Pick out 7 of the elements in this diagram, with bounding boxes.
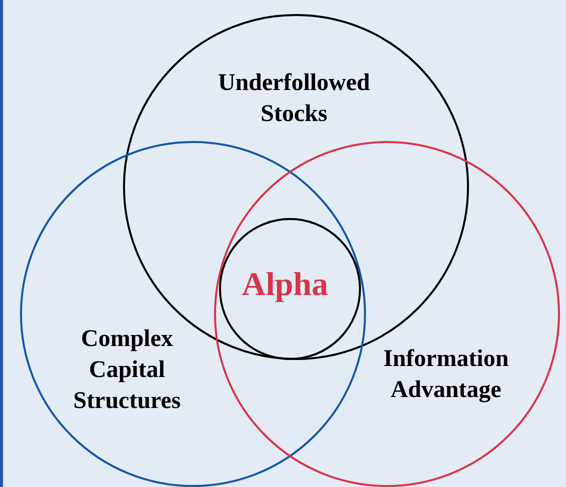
circle-label: Complex Capital Structures (72, 325, 182, 416)
circle-label: Underfollowed Stocks (217, 69, 371, 130)
venn-circle (219, 218, 361, 360)
venn-circle (214, 141, 560, 487)
circle-label: Alpha (240, 266, 330, 305)
circle-label: Information Advantage (382, 345, 510, 406)
venn-circle (20, 141, 366, 487)
